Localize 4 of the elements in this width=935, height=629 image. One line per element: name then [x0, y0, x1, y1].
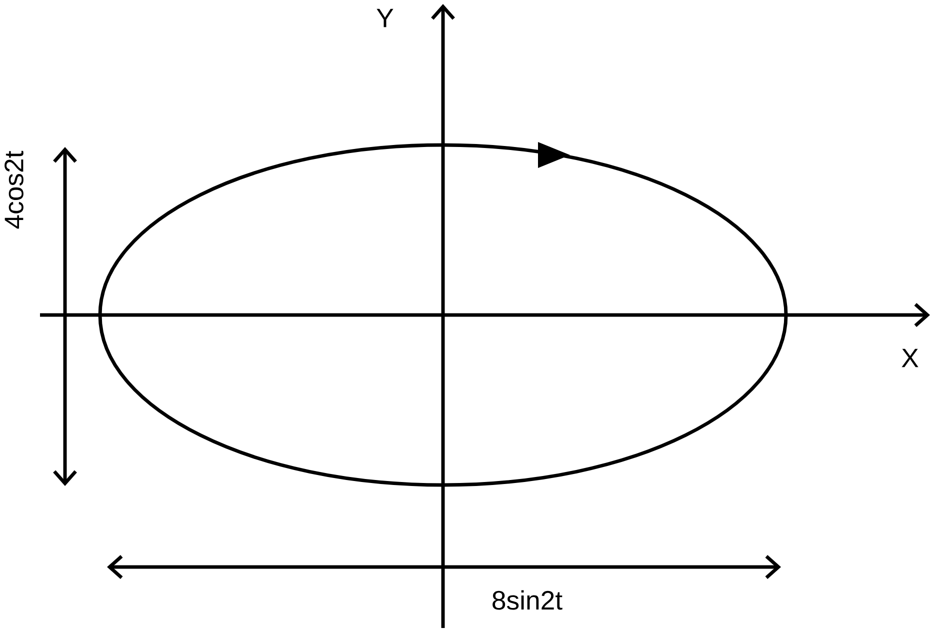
axis-label: X [902, 348, 918, 368]
axis-label: 4cos2t [4, 150, 24, 229]
axis-label: 8sin2t [492, 590, 562, 610]
axis-label: Y [376, 8, 394, 28]
